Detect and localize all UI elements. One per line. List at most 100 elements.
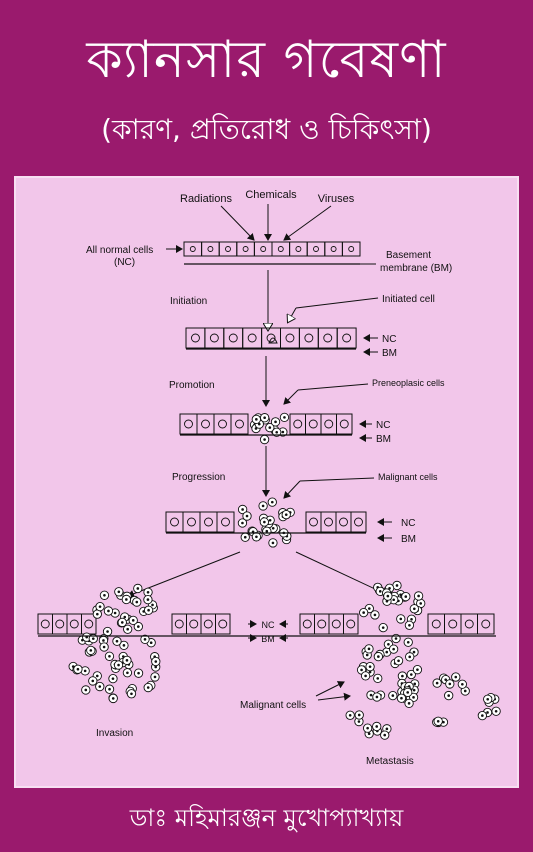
- malignant-nucleus: [448, 682, 452, 686]
- cell-nucleus: [40, 619, 50, 629]
- cell-nucleus: [308, 419, 318, 429]
- malignant-nucleus: [400, 696, 403, 700]
- cell: [341, 241, 361, 257]
- malignant-nucleus: [95, 674, 99, 678]
- malignant-nucleus: [454, 675, 458, 679]
- cell: [183, 241, 203, 257]
- preneoplastic-row: [179, 412, 353, 445]
- malignant-nucleus: [378, 590, 382, 593]
- cell: [289, 413, 306, 435]
- cell: [336, 327, 357, 349]
- malignant-nucleus: [106, 630, 109, 633]
- cell: [196, 413, 215, 435]
- malignant-nucleus: [413, 682, 417, 686]
- malignant-nucleus: [98, 605, 102, 608]
- cell-nucleus: [295, 246, 302, 252]
- label-progression: Progression: [172, 472, 225, 483]
- malignant-nucleus: [404, 595, 408, 598]
- malignant-nucleus: [377, 655, 380, 658]
- malignant-nucleus: [137, 671, 140, 675]
- malignant-nucleus: [392, 647, 395, 651]
- malignant-nucleus: [135, 600, 139, 604]
- malignant-nucleus: [385, 727, 389, 731]
- malignant-nucleus: [387, 643, 390, 646]
- cell-nucleus: [209, 333, 219, 343]
- label-basement: Basement: [386, 250, 431, 261]
- malignant-nucleus: [401, 674, 404, 678]
- malignant-nucleus: [115, 639, 119, 643]
- malignant-nucleus: [255, 535, 258, 539]
- cell: [52, 613, 68, 635]
- malignant-nucleus: [364, 674, 367, 678]
- cell-nucleus: [218, 619, 228, 629]
- cell: [201, 241, 220, 257]
- malignant-nucleus: [412, 688, 416, 692]
- malignant-nucleus: [151, 603, 154, 607]
- malignant-nucleus: [376, 677, 380, 680]
- malignant-nucleus: [126, 627, 129, 631]
- cell-nucleus: [225, 246, 231, 252]
- cell-nucleus: [266, 333, 276, 343]
- malignant-nucleus: [375, 695, 379, 699]
- cell-nucleus: [324, 419, 334, 429]
- book-subtitle: (কারণ, প্রতিরোধ ও চিকিৎসা): [101, 113, 432, 146]
- malignant-nucleus: [243, 535, 247, 539]
- cell-nucleus: [342, 333, 352, 343]
- label-metastasis: Metastasis: [366, 756, 414, 767]
- cell: [182, 511, 201, 533]
- malignant-nucleus: [368, 665, 372, 668]
- malignant-nucleus: [366, 726, 369, 730]
- malignant-nucleus: [408, 623, 411, 627]
- cell: [314, 613, 330, 635]
- cell: [261, 327, 282, 349]
- cell: [477, 613, 495, 635]
- cell: [230, 413, 249, 435]
- malignant-nucleus: [494, 709, 498, 713]
- malignant-nucleus: [117, 663, 120, 667]
- malignant-nucleus: [369, 693, 373, 697]
- cell-nucleus: [84, 619, 94, 629]
- cell: [216, 511, 235, 533]
- cell: [280, 327, 300, 349]
- cell-nucleus: [170, 517, 179, 527]
- cell-nucleus: [330, 246, 337, 252]
- malignant-nucleus: [392, 598, 395, 602]
- cell: [165, 511, 184, 533]
- cell-nucleus: [309, 517, 318, 527]
- cell: [328, 613, 344, 635]
- malignant-nucleus: [394, 637, 398, 640]
- cell: [320, 413, 337, 435]
- cell: [343, 613, 359, 635]
- cell-nucleus: [189, 619, 199, 629]
- cell: [37, 613, 53, 635]
- malignant-nucleus: [365, 653, 369, 657]
- cell-nucleus: [228, 333, 238, 343]
- label-bm-5: BM: [261, 634, 275, 644]
- malignant-nucleus: [270, 500, 274, 504]
- invasion-metastasis-row: [37, 580, 495, 704]
- label-initiated-cell: Initiated cell: [382, 294, 435, 305]
- malignant-nucleus: [412, 650, 416, 654]
- malignant-nucleus: [375, 725, 379, 728]
- malignant-nucleus: [461, 682, 464, 686]
- malignant-nucleus: [417, 594, 420, 598]
- malignant-nucleus: [125, 598, 128, 601]
- malignant-nucleus: [123, 615, 127, 619]
- label-nc-5: NC: [262, 620, 275, 630]
- malignant-nucleus: [406, 691, 410, 694]
- malignant-nucleus: [263, 520, 266, 524]
- malignant-nucleus: [268, 426, 272, 429]
- cell-nucleus: [203, 619, 213, 629]
- malignant-nucleus: [408, 655, 412, 659]
- malignant-nucleus: [395, 584, 399, 587]
- malignant-nucleus: [357, 713, 361, 717]
- malignant-nucleus: [261, 504, 265, 508]
- malignant-nucleus: [263, 416, 266, 419]
- malignant-nucleus: [153, 675, 157, 679]
- malignant-nucleus: [348, 713, 352, 717]
- label-radiations: Radiations: [180, 193, 232, 205]
- label-nc-3: NC: [376, 420, 390, 431]
- malignant-nucleus: [111, 677, 115, 680]
- cell-nucleus: [184, 419, 193, 429]
- malignant-nucleus: [147, 608, 150, 612]
